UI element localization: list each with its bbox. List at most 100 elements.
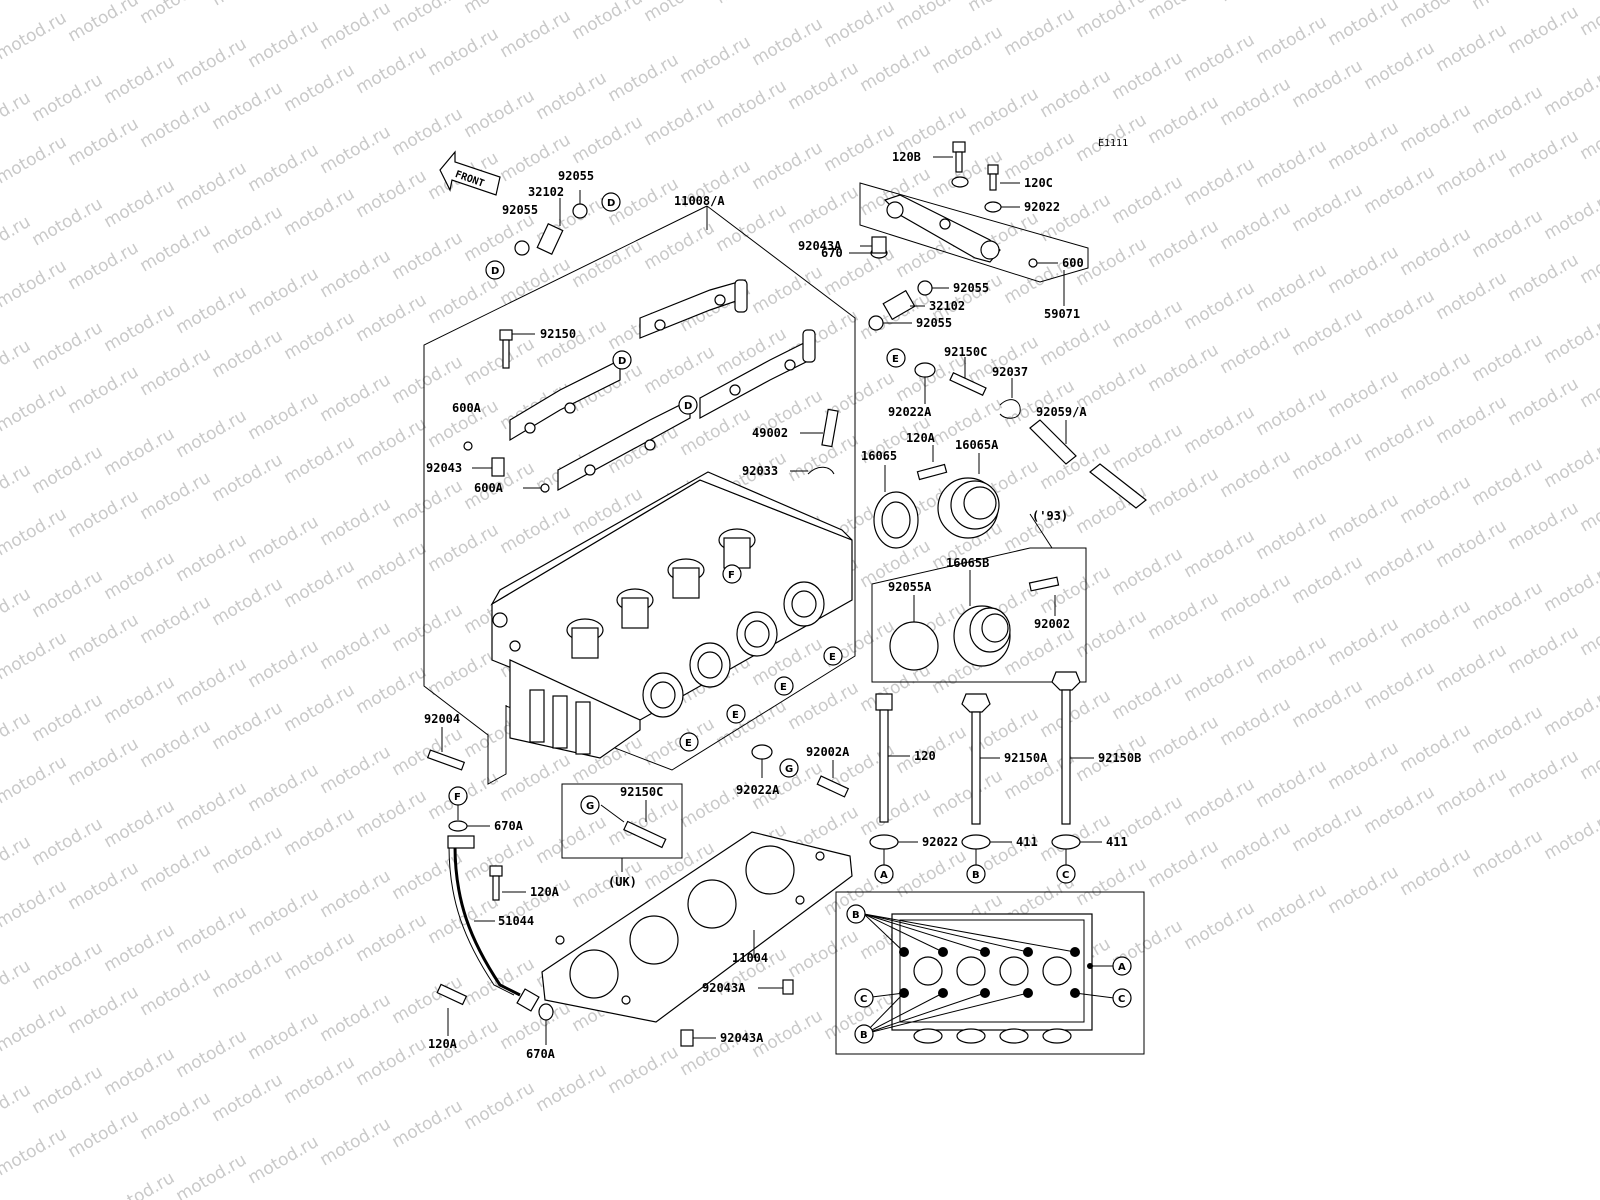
watermark-text: motod.ru — [1037, 314, 1115, 370]
bolt-92002 — [1028, 576, 1060, 592]
watermark-text: motod.ru — [1217, 322, 1295, 378]
watermark-text: motod.ru — [1361, 658, 1439, 714]
watermark-text: motod.ru — [1073, 854, 1151, 910]
watermark-text: motod.ru — [929, 22, 1007, 78]
watermark-text: motod.ru — [353, 1034, 431, 1090]
watermark-text: motod.ru — [29, 814, 107, 870]
watermark-text: motod.ru — [1289, 304, 1367, 360]
label-411-a: 411 — [1016, 835, 1038, 849]
watermark-text: motod.ru — [0, 460, 34, 516]
label-120A-c: 120A — [428, 1037, 458, 1051]
label-600A-b: 600A — [474, 481, 504, 495]
watermark-text: motod.ru — [1289, 552, 1367, 608]
camshaft-caps — [509, 279, 816, 492]
watermark-text: motod.ru — [245, 512, 323, 568]
label-uk: (UK) — [608, 875, 637, 889]
callout-D-2: D — [485, 260, 505, 280]
watermark-text: motod.ru — [1397, 0, 1475, 32]
label-120C: 120C — [1024, 176, 1053, 190]
watermark-text: motod.ru — [281, 1052, 359, 1108]
watermark-text: motod.ru — [209, 574, 287, 630]
label-92059A: 92059/A — [1036, 405, 1087, 419]
watermark-text: motod.ru — [245, 1132, 323, 1188]
watermark-text: motod.ru — [1469, 454, 1547, 510]
callout-D-1: D — [601, 192, 621, 212]
head-top-view — [891, 913, 1093, 1044]
watermark-text: motod.ru — [1505, 2, 1583, 58]
watermark-text: motod.ru — [1289, 800, 1367, 856]
watermark-text: motod.ru — [1541, 436, 1600, 492]
watermark-text: motod.ru — [1433, 268, 1511, 324]
watermark-text: motod.ru — [137, 716, 215, 772]
watermark-text: motod.ru — [1073, 482, 1151, 538]
watermark-text: motod.ru — [569, 112, 647, 168]
watermark-text: motod.ru — [425, 272, 503, 328]
label-92043A-b: 92043A — [702, 981, 746, 995]
watermark-text: motod.ru — [1073, 234, 1151, 290]
watermark-text: motod.ru — [1109, 668, 1187, 724]
head-bolt-120 — [869, 693, 899, 850]
watermark-text: motod.ru — [1397, 596, 1475, 652]
watermark-text: motod.ru — [605, 1042, 683, 1098]
watermark-text: motod.ru — [1577, 232, 1600, 288]
label-92043A-c: 92043A — [720, 1031, 764, 1045]
watermark-text: motod.ru — [209, 1070, 287, 1126]
watermark-text: motod.ru — [1253, 12, 1331, 68]
bolt-92150C-upper — [949, 371, 987, 397]
watermark-text: motod.ru — [1145, 464, 1223, 520]
watermark-text: motod.ru — [1397, 844, 1475, 900]
watermark-text: motod.ru — [1289, 56, 1367, 112]
watermark-text: motod.ru — [245, 884, 323, 940]
bolt-92002A — [816, 775, 850, 798]
bolt-92150C-lower — [623, 820, 667, 849]
watermark-text: motod.ru — [641, 342, 719, 398]
watermark-text: motod.ru — [1397, 348, 1475, 404]
watermark-text: motod.ru — [0, 212, 34, 268]
watermark-text: motod.ru — [533, 316, 611, 372]
watermark-text: motod.ru — [389, 228, 467, 284]
label-92055-d: 92055 — [916, 316, 952, 330]
watermark-text: motod.ru — [65, 238, 143, 294]
watermark-text: motod.ru — [65, 734, 143, 790]
svg-text:G: G — [785, 764, 793, 775]
watermark-text: motod.ru — [0, 876, 70, 932]
watermark-text: motod.ru — [317, 990, 395, 1046]
watermark-text: motod.ru — [0, 336, 34, 392]
watermark-text: motod.ru — [137, 1088, 215, 1144]
watermark-text: motod.ru — [1577, 728, 1600, 784]
watermark-text: motod.ru — [353, 414, 431, 470]
watermark-text: motod.ru — [713, 0, 791, 8]
watermark-text: motod.ru — [785, 182, 863, 238]
watermark-text: motod.ru — [425, 520, 503, 576]
watermark-text: motod.ru — [1397, 224, 1475, 280]
watermark-text: motod.ru — [101, 424, 179, 480]
watermark-text: motod.ru — [461, 86, 539, 142]
watermark-text: motod.ru — [0, 628, 70, 684]
callout-F-2: F — [448, 786, 468, 806]
watermark-text: motod.ru — [533, 68, 611, 124]
watermark-text: motod.ru — [209, 0, 287, 10]
watermark-text: motod.ru — [749, 14, 827, 70]
callout-E-2: E — [823, 646, 843, 666]
watermark-text: motod.ru — [641, 218, 719, 274]
svg-text:E: E — [780, 682, 787, 693]
oil-pipe-51044 — [453, 845, 521, 997]
watermark-text: motod.ru — [1181, 154, 1259, 210]
svg-text:B: B — [852, 910, 860, 921]
watermark-text: motod.ru — [713, 76, 791, 132]
watermark-text: motod.ru — [1325, 366, 1403, 422]
watermark-text: motod.ru — [173, 654, 251, 710]
callout-B-bolt: B — [966, 864, 986, 884]
plug-600A-lower — [540, 483, 550, 493]
label-49002: 49002 — [752, 426, 788, 440]
part-number-labels: 11008/A 92055 32102 92055 92150 600A 920… — [424, 150, 1141, 1061]
watermark-text: motod.ru — [65, 610, 143, 666]
watermark-text: motod.ru — [1109, 544, 1187, 600]
watermark-text: motod.ru — [209, 326, 287, 382]
svg-text:E: E — [892, 354, 899, 365]
oil-pipe-51044-edge — [448, 845, 515, 996]
watermark-text: motod.ru — [317, 742, 395, 798]
watermark-text: motod.ru — [0, 1124, 70, 1180]
watermark-text: motod.ru — [497, 502, 575, 558]
watermark-text: motod.ru — [281, 432, 359, 488]
